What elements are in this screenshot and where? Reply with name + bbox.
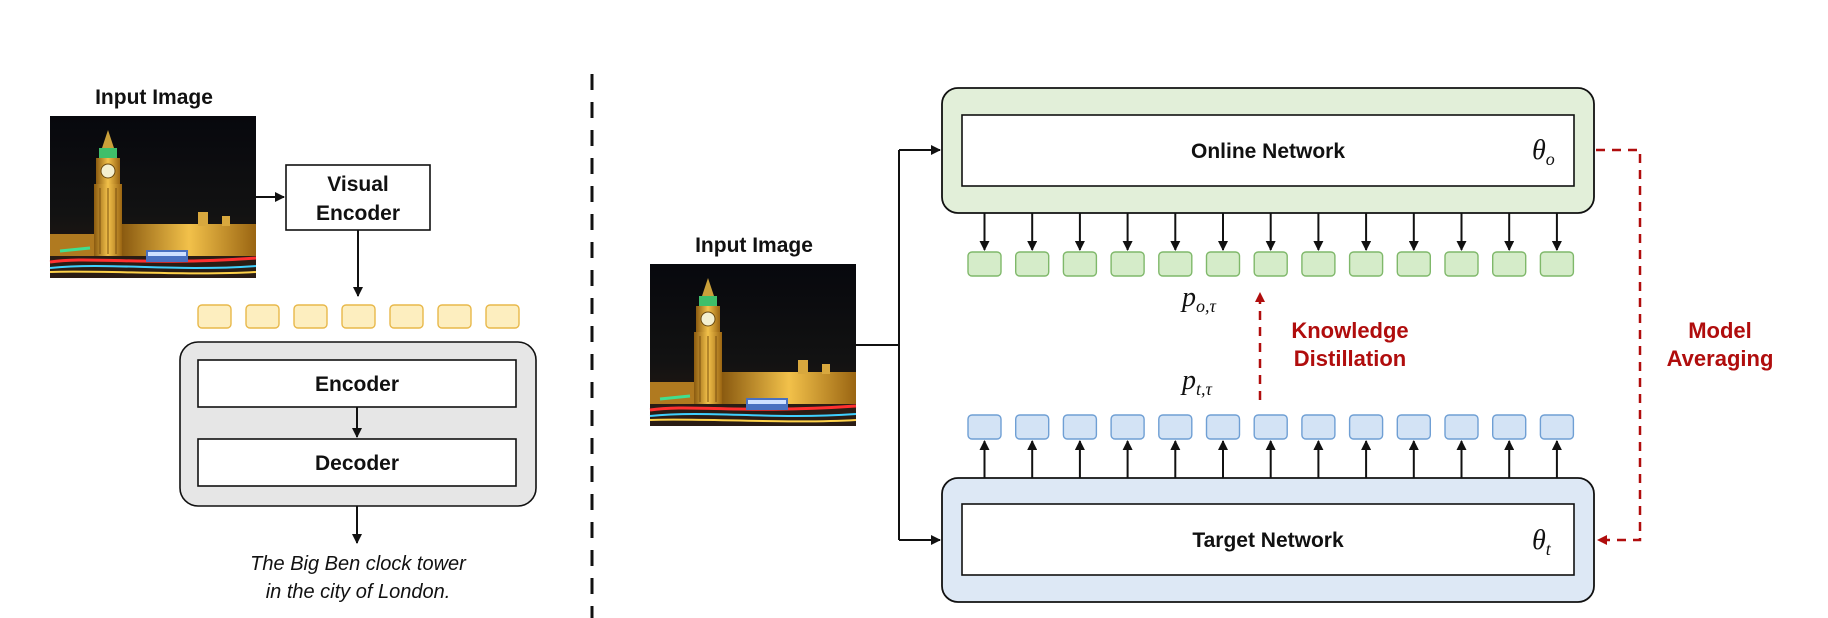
online-token (1253, 251, 1288, 277)
visual-token (437, 304, 472, 329)
visual-token (197, 304, 232, 329)
encoder-label: Encoder (315, 373, 399, 396)
online-output-arrows (979, 213, 1562, 251)
knowledge-distillation-label-1: Knowledge (1291, 318, 1408, 343)
target-token (1348, 414, 1384, 440)
right-input-title: Input Image (695, 234, 813, 257)
caption-line-2: in the city of London. (266, 581, 451, 603)
target-token (1062, 414, 1098, 440)
decoder-box (197, 438, 517, 487)
target-token (1396, 414, 1432, 440)
online-token (1301, 251, 1336, 277)
target-token (1110, 414, 1145, 440)
target-network-box (961, 503, 1575, 576)
online-network-box (961, 114, 1575, 187)
target-param: θt (1532, 525, 1552, 559)
target-token (1444, 414, 1479, 440)
p-target-label: pt,τ (1180, 365, 1213, 399)
visual-token (341, 304, 376, 329)
caption-line-1: The Big Ben clock tower (250, 553, 467, 575)
online-token (1348, 251, 1384, 277)
target-network-label: Target Network (1192, 529, 1344, 552)
online-network-label: Online Network (1191, 140, 1345, 163)
visual-token-row (197, 304, 520, 329)
target-token (1539, 414, 1575, 440)
right-input-image (648, 262, 858, 428)
online-param: θo (1532, 135, 1555, 169)
visual-token (293, 304, 328, 329)
left-input-title: Input Image (95, 86, 213, 109)
online-token-row (967, 251, 1575, 277)
target-token (1015, 414, 1050, 440)
target-token (1301, 414, 1336, 440)
left-input-image (48, 114, 258, 280)
online-token (1539, 251, 1575, 277)
visual-token (389, 304, 424, 329)
online-token (1062, 251, 1098, 277)
target-token-row (967, 414, 1575, 440)
online-token (1205, 251, 1241, 277)
online-token (1396, 251, 1432, 277)
target-token (1253, 414, 1288, 440)
decoder-label: Decoder (315, 452, 399, 475)
model-averaging-arrow (1596, 148, 1642, 545)
online-token (1015, 251, 1050, 277)
online-token (967, 251, 1002, 277)
online-token (1158, 251, 1193, 277)
online-token (1110, 251, 1145, 277)
online-token (1491, 251, 1527, 277)
visual-encoder-label-2: Encoder (316, 202, 400, 225)
visual-token (485, 304, 520, 329)
target-token (1205, 414, 1241, 440)
target-token (1491, 414, 1527, 440)
visual-token (245, 304, 280, 329)
target-token (967, 414, 1002, 440)
model-averaging-label-1: Model (1688, 318, 1752, 343)
visual-encoder-label-1: Visual (327, 173, 388, 196)
model-averaging-label-2: Averaging (1667, 346, 1774, 371)
online-token (1444, 251, 1479, 277)
target-output-arrows (979, 440, 1562, 478)
target-token (1158, 414, 1193, 440)
p-online-label: po,τ (1180, 282, 1217, 316)
knowledge-distillation-label-2: Distillation (1294, 346, 1406, 371)
